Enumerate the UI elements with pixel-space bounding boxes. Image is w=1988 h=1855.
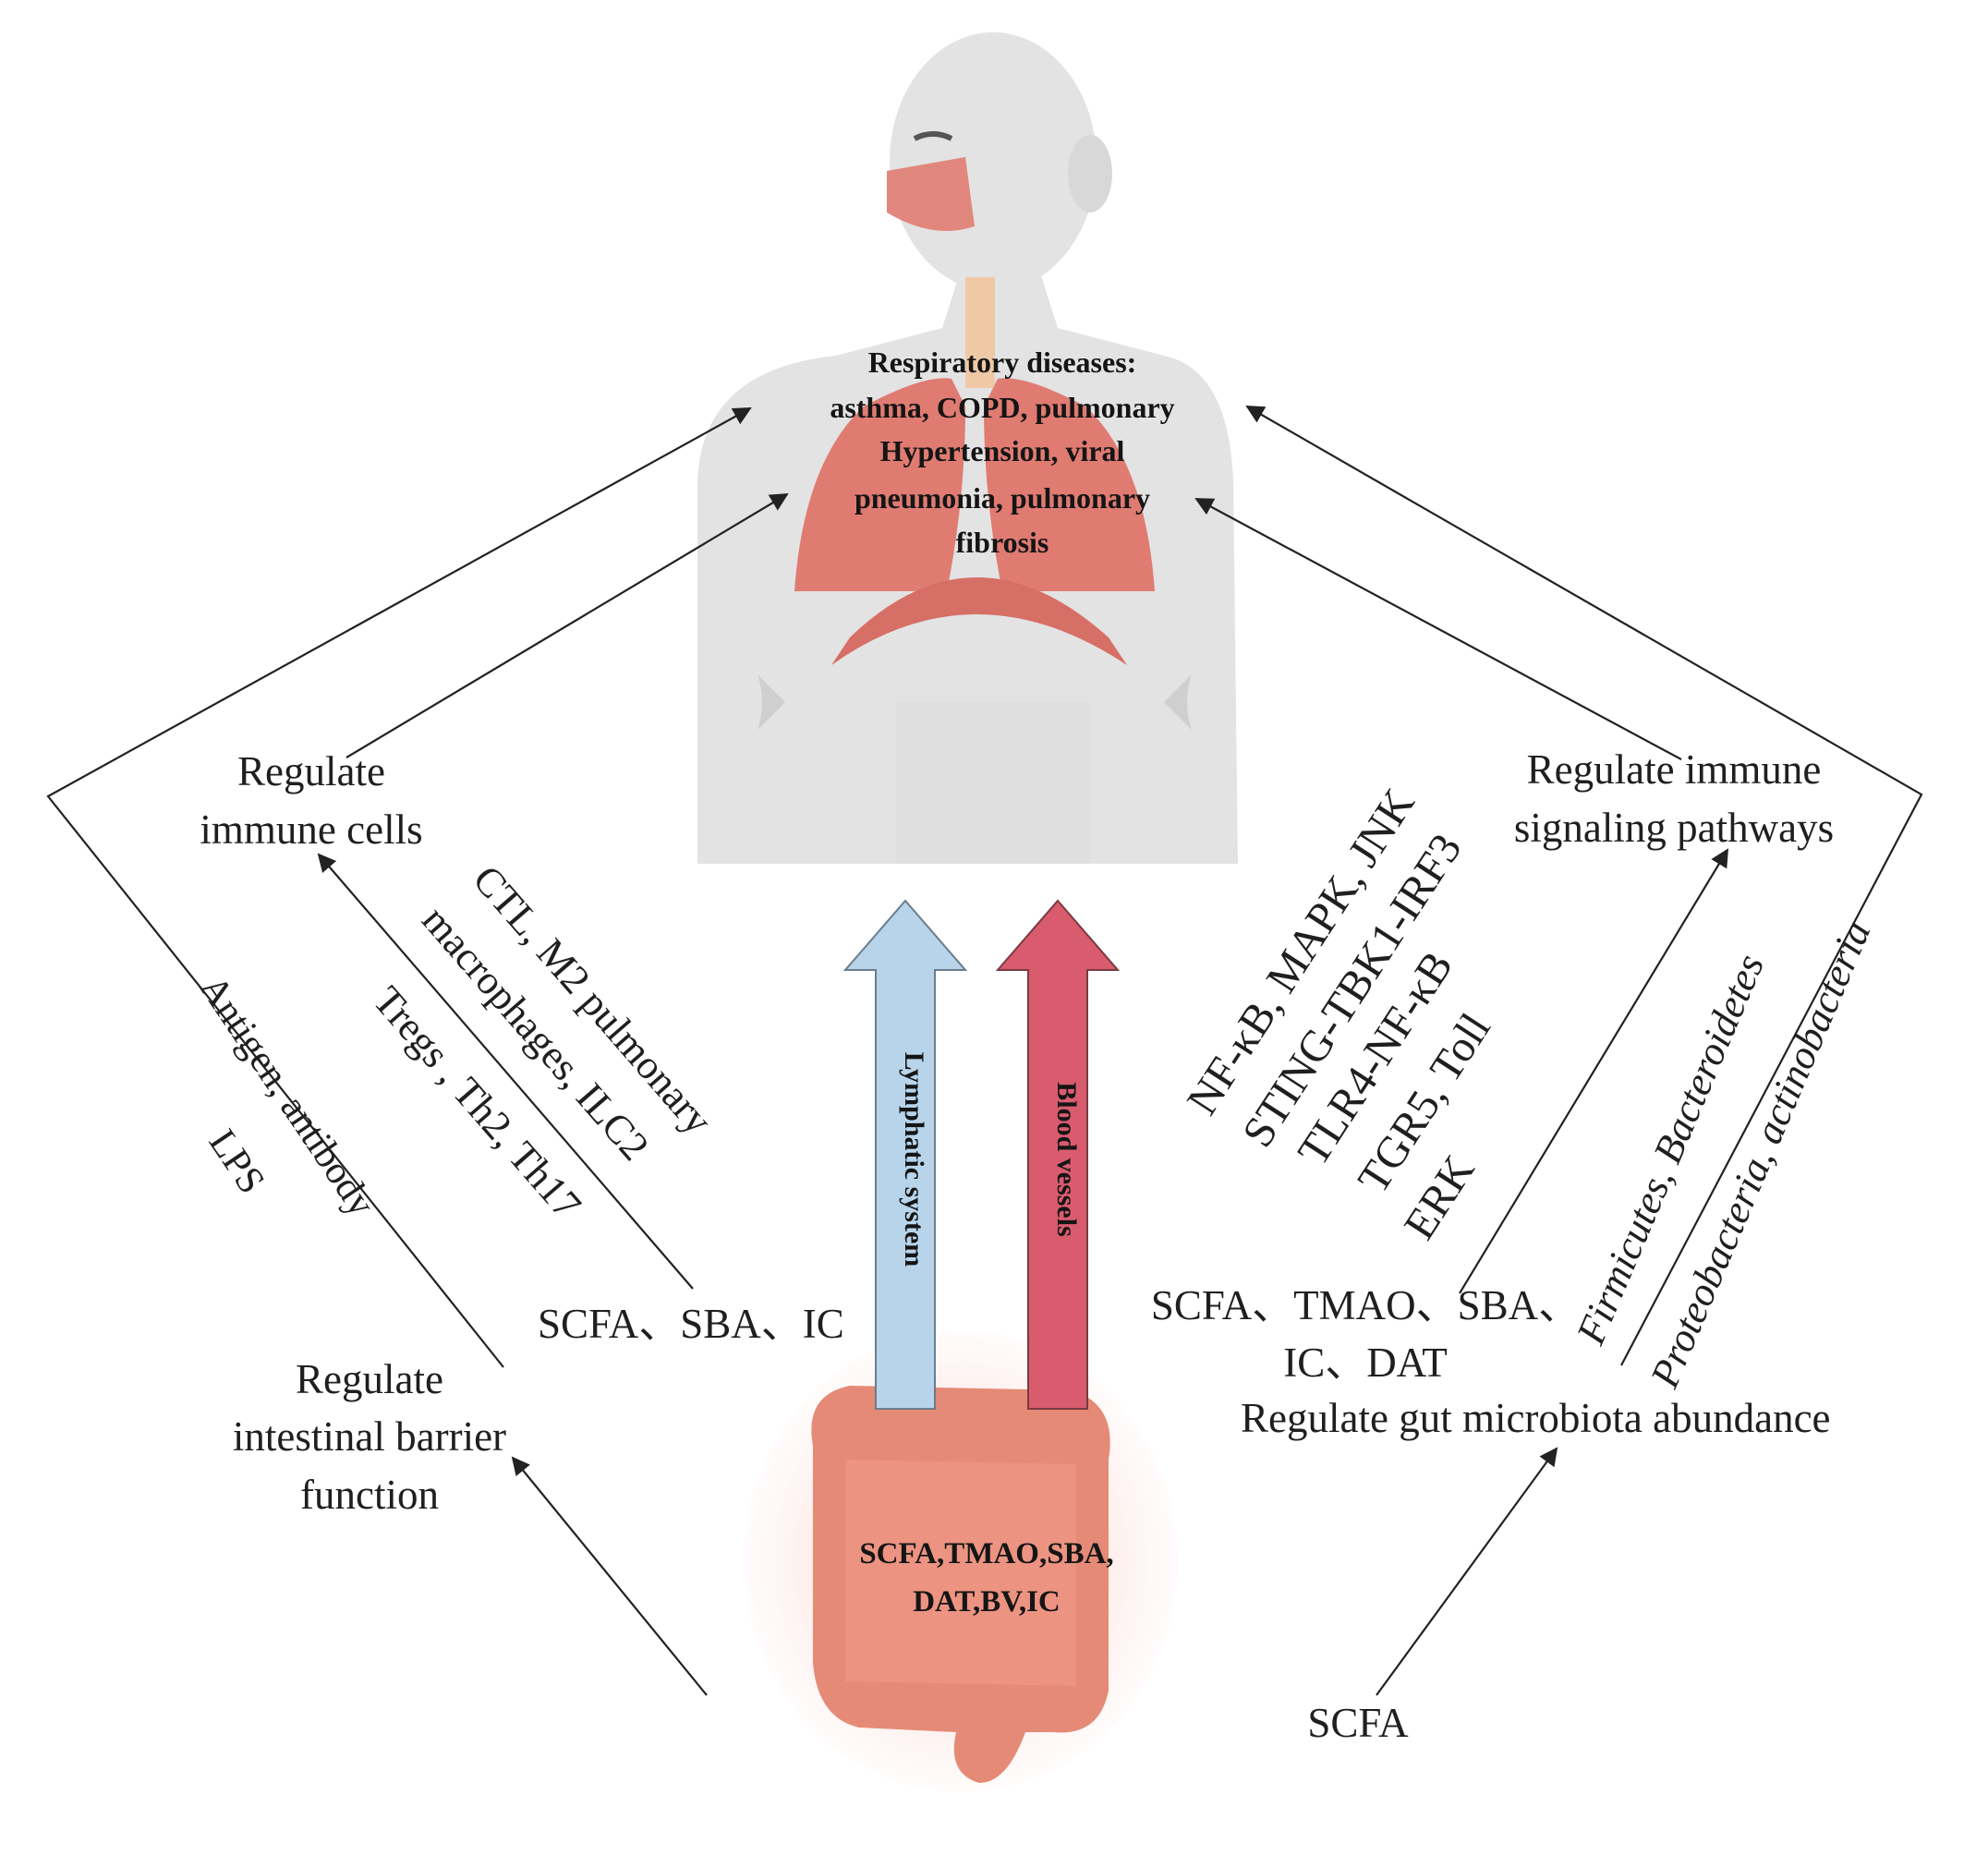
- signaling-line-2: signaling pathways: [1514, 805, 1834, 851]
- immune-cells-line-2: immune cells: [200, 806, 422, 853]
- intestine-illustration: [744, 1330, 1178, 1792]
- arrow-scfa-to-microbiota: [1376, 1447, 1558, 1696]
- regulate-barrier-label: Regulate intestinal barrier function: [233, 1356, 506, 1518]
- signaling-line-1: Regulate immune: [1527, 746, 1822, 793]
- left-metabolites-label: SCFA、SBA、IC: [538, 1301, 844, 1347]
- immune-cells-line-1: Regulate: [237, 748, 385, 794]
- gut-metabolites-text: SCFA,TMAO,SBA, DAT,BV,IC: [859, 1537, 1113, 1619]
- blood-vessels-arrow: Blood vessels: [995, 899, 1121, 1410]
- barrier-line-1: Regulate: [296, 1356, 443, 1402]
- respiratory-line-1: Respiratory diseases:: [868, 346, 1137, 379]
- bacteria-phyla-list: Firmicutes, Bacteroidetes Proteobacteria…: [1568, 915, 1880, 1395]
- human-body-illustration: [697, 32, 1238, 864]
- antigen-line-2: LPS: [200, 1122, 273, 1202]
- right-metabolites-line-2: IC、DAT: [1283, 1340, 1448, 1386]
- barrier-line-2: intestinal barrier: [233, 1413, 506, 1460]
- arrow-immune-cells-to-lungs: [345, 492, 789, 758]
- arrow-metabolites-to-immune-cells: [317, 853, 694, 1290]
- antigen-line-1: Antigen, antibody: [191, 968, 383, 1224]
- blood-vessels-label: Blood vessels: [1051, 1082, 1082, 1237]
- right-metabolites-label: SCFA、TMAO、SBA、 IC、DAT: [1151, 1282, 1580, 1386]
- cells-line-3: Tregs , Th2, Th17: [364, 977, 589, 1227]
- arrow-metabolites-to-signaling: [1459, 848, 1729, 1294]
- arrow-outer-right-to-lungs: [1245, 406, 1923, 1366]
- lungs-illustration: [794, 277, 1155, 665]
- immune-cells-list: CTL, M2 pulmonary macrophages, ILC2 Treg…: [364, 856, 721, 1227]
- respiratory-line-4: pneumonia, pulmonary: [855, 481, 1150, 515]
- gut-metabolites-line-2: DAT,BV,IC: [913, 1585, 1061, 1619]
- barrier-line-3: function: [300, 1472, 439, 1518]
- antigen-list: Antigen, antibody LPS: [191, 968, 383, 1224]
- connector-arrows: [46, 406, 1923, 1696]
- regulate-microbiota-label: Regulate gut microbiota abundance: [1241, 1395, 1831, 1441]
- right-metabolites-line-1: SCFA、TMAO、SBA、: [1151, 1282, 1580, 1328]
- lymphatic-system-arrow: Lymphatic system: [842, 899, 968, 1410]
- arrow-gut-to-barrier: [511, 1456, 708, 1696]
- respiratory-line-2: asthma, COPD, pulmonary: [830, 391, 1174, 424]
- regulate-immune-cells-label: Regulate immune cells: [200, 748, 422, 853]
- scfa-source-label: SCFA: [1307, 1700, 1409, 1746]
- arrow-signaling-to-lungs: [1194, 498, 1682, 760]
- respiratory-line-3: Hypertension, viral: [880, 434, 1125, 467]
- lymphatic-system-label: Lymphatic system: [899, 1052, 929, 1267]
- respiratory-line-5: fibrosis: [956, 526, 1049, 559]
- respiratory-diseases-text: Respiratory diseases: asthma, COPD, pulm…: [830, 346, 1174, 559]
- gut-metabolites-line-1: SCFA,TMAO,SBA,: [859, 1537, 1113, 1570]
- arrow-outer-left-to-lungs: [46, 407, 752, 1368]
- regulate-signaling-label: Regulate immune signaling pathways: [1514, 746, 1834, 851]
